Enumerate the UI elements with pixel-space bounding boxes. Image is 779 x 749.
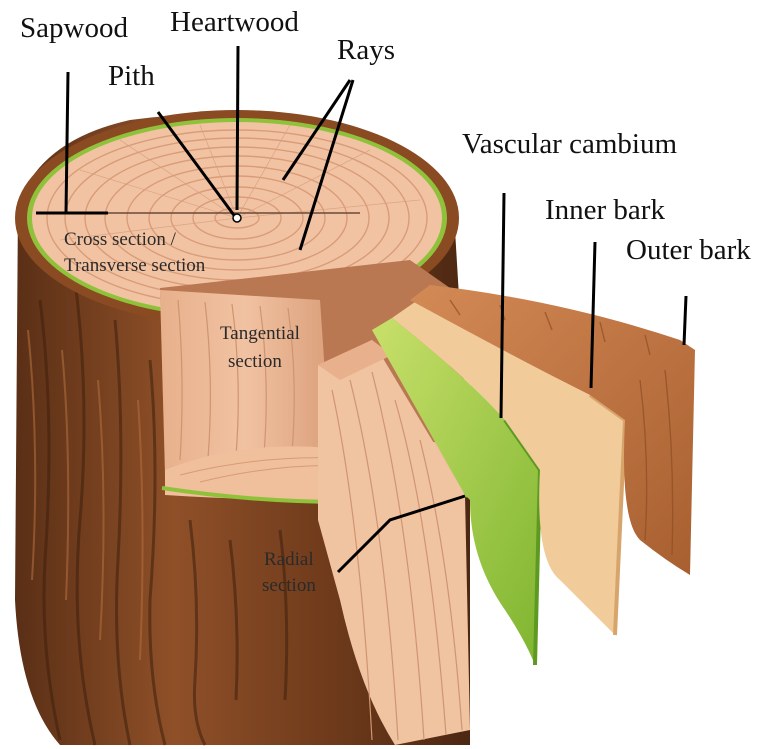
cross-section-label-line1: Cross section /	[64, 230, 176, 249]
tangential-face	[160, 290, 330, 470]
vascular-cambium-label: Vascular cambium	[462, 130, 677, 159]
radial-label-line1: Radial	[264, 550, 314, 569]
outer-bark-leader	[684, 296, 686, 345]
heartwood-leader	[237, 46, 238, 210]
tangential-label-line2: section	[228, 352, 282, 371]
radial-label-line2: section	[262, 576, 316, 595]
rays-label: Rays	[337, 36, 395, 65]
outer-bark-label: Outer bark	[626, 236, 751, 265]
heartwood-label: Heartwood	[170, 8, 299, 37]
sapwood-leader	[66, 72, 68, 213]
cross-section-label-line2: Transverse section	[64, 256, 205, 275]
tangential-label-line1: Tangential	[220, 324, 300, 343]
pith-dot	[233, 214, 241, 222]
sapwood-label: Sapwood	[20, 14, 128, 43]
inner-bark-label: Inner bark	[545, 196, 665, 225]
pith-label: Pith	[108, 62, 155, 91]
